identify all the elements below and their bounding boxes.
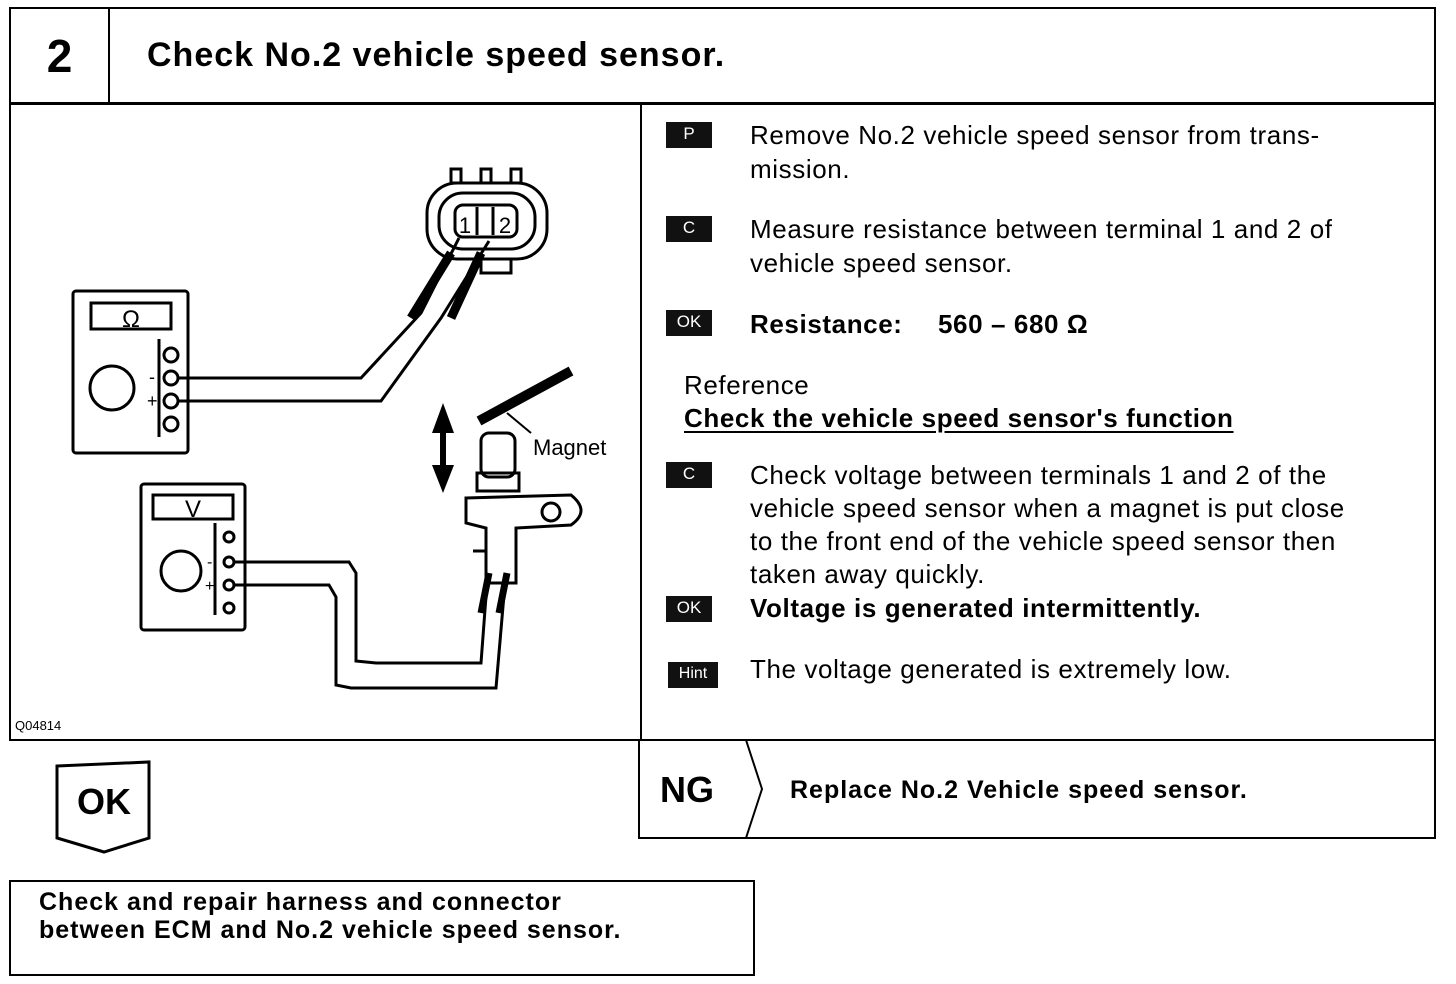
terminal-1-label: 1 <box>459 213 471 238</box>
reference-title: Reference <box>684 370 810 400</box>
volt-plus-sign: + <box>205 578 214 595</box>
badge-hint: Hint <box>668 662 718 688</box>
volt-minus-sign: - <box>207 554 212 571</box>
step-measure-line2: vehicle speed sensor. <box>750 248 1013 278</box>
badge-prepare: P <box>666 122 712 148</box>
voltage-result: Voltage is generated intermittently. <box>750 593 1202 623</box>
magnet-label: Magnet <box>533 435 606 460</box>
step-title: Check No.2 vehicle speed sensor. <box>147 36 726 74</box>
ok-branch-label: OK <box>77 781 131 822</box>
step-remove-line2: mission. <box>750 154 851 184</box>
motion-arrow <box>432 403 454 493</box>
ohm-minus-sign: - <box>149 367 155 387</box>
ok-branch-action-box: Check and repair harness and connector b… <box>9 880 755 976</box>
ohm-plus-sign: + <box>147 391 158 411</box>
ok-action-line1: Check and repair harness and connector <box>39 888 562 916</box>
step-header: 2 Check No.2 vehicle speed sensor. <box>9 7 1436 105</box>
reference-heading: Check the vehicle speed sensor's functio… <box>684 403 1234 433</box>
ok-action-line2: between ECM and No.2 vehicle speed senso… <box>39 916 622 944</box>
voltage-step-line3: to the front end of the vehicle speed se… <box>750 526 1336 556</box>
wiring-diagram: Ω V 1 2 Magnet - + - + Q04814 <box>11 103 642 739</box>
ok-branch-arrow <box>55 760 151 854</box>
terminal-2-label: 2 <box>499 213 511 238</box>
step-measure-line1: Measure resistance between terminal 1 an… <box>750 214 1333 244</box>
voltage-step-line1: Check voltage between terminals 1 and 2 … <box>750 460 1327 490</box>
badge-ok: OK <box>666 310 712 336</box>
speed-sensor <box>464 431 583 614</box>
badge-check: C <box>666 216 712 242</box>
resistance-label: Resistance: <box>750 309 903 339</box>
diagram-drawing: Ω V 1 2 Magnet - + - + <box>71 167 606 690</box>
step-remove-line1: Remove No.2 vehicle speed sensor from tr… <box>750 120 1320 150</box>
magnet-bar <box>476 366 574 434</box>
voltage-step-line2: vehicle speed sensor when a magnet is pu… <box>750 493 1345 523</box>
hint-text: The voltage generated is extremely low. <box>750 654 1232 684</box>
sensor-connector <box>425 167 549 275</box>
ng-branch: NG Replace No.2 Vehicle speed sensor. <box>638 740 1436 839</box>
ng-chevron <box>745 740 764 838</box>
badge-check-voltage: C <box>666 462 712 488</box>
figure-id: Q04814 <box>15 718 62 733</box>
ohmmeter-label: Ω <box>122 306 140 333</box>
ng-branch-label: NG <box>660 769 714 810</box>
voltmeter-label: V <box>185 496 201 523</box>
ng-branch-action: Replace No.2 Vehicle speed sensor. <box>790 775 1248 804</box>
badge-ok-voltage: OK <box>666 596 712 622</box>
voltage-step-line4: taken away quickly. <box>750 559 985 589</box>
step-number: 2 <box>11 9 110 102</box>
procedure-body: Ω V 1 2 Magnet - + - + Q04814 P Remove N… <box>9 103 1436 741</box>
resistance-value: 560 – 680 Ω <box>938 309 1089 339</box>
instruction-list: P Remove No.2 vehicle speed sensor from … <box>644 103 1436 739</box>
voltmeter <box>139 482 247 632</box>
ok-branch-action: Check and repair harness and connector b… <box>39 888 621 944</box>
ohmmeter <box>71 289 190 455</box>
